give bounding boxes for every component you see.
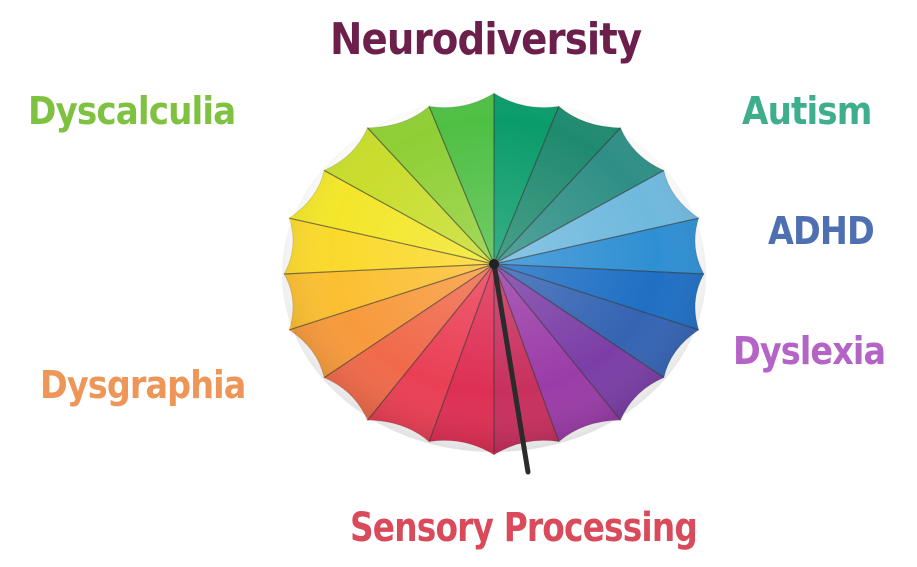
- label-dyslexia: Dyslexia: [733, 329, 886, 373]
- page-title: Neurodiversity: [330, 14, 642, 65]
- umbrella-rib: [493, 169, 665, 265]
- umbrella-rib: [323, 169, 495, 265]
- umbrella-rib: [493, 263, 704, 275]
- umbrella-rib: [367, 127, 495, 265]
- label-dysgraphia: Dysgraphia: [40, 363, 246, 407]
- label-adhd: ADHD: [768, 209, 875, 253]
- umbrella-hub: [489, 259, 499, 269]
- umbrella-rib: [289, 263, 495, 331]
- umbrella-rib: [493, 263, 699, 331]
- umbrella-rib: [428, 263, 495, 442]
- umbrella-rib: [284, 263, 495, 275]
- umbrella-rib: [493, 263, 665, 379]
- umbrella-rib: [289, 217, 495, 265]
- label-sensory-processing: Sensory Processing: [350, 505, 698, 551]
- umbrella-shaft: [491, 261, 531, 475]
- umbrella-rib: [323, 263, 495, 379]
- umbrella-rib: [493, 106, 560, 265]
- label-autism: Autism: [742, 89, 872, 133]
- umbrella-rib: [493, 127, 621, 265]
- umbrella-rib: [493, 263, 621, 421]
- umbrella-rib: [493, 263, 560, 442]
- umbrella-rib: [493, 217, 699, 265]
- umbrella-rib: [428, 106, 495, 265]
- label-dyscalculia: Dyscalculia: [28, 89, 236, 133]
- umbrella-rib: [367, 263, 495, 421]
